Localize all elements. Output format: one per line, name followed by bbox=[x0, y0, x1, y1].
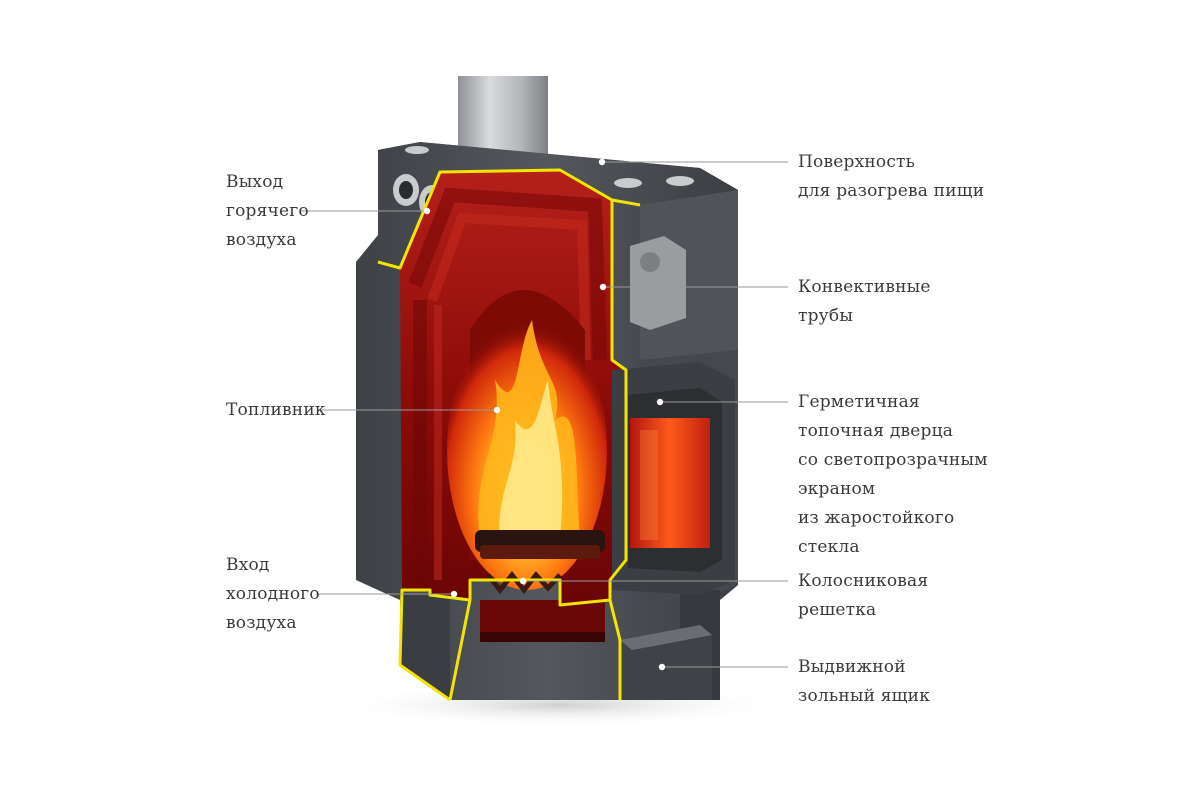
label-convection-pipes: Конвективные трубы bbox=[798, 277, 931, 326]
leader-lines bbox=[300, 161, 788, 668]
label-ash-drawer: Выдвижной зольный ящик bbox=[798, 657, 931, 706]
cut-outline bbox=[377, 168, 641, 702]
firebox-door bbox=[612, 362, 735, 595]
anchor-dots bbox=[423, 158, 666, 671]
label-door: Герметичная топочная дверца со светопроз… bbox=[798, 392, 988, 557]
maker-plate bbox=[630, 236, 686, 330]
label-cold-air-inlet: Вход холодного воздуха bbox=[226, 555, 320, 633]
label-firebox: Топливник bbox=[226, 400, 326, 420]
label-cooking-surface: Поверхность для разогрева пищи bbox=[798, 152, 985, 201]
cutaway-interior bbox=[400, 170, 626, 642]
ash-drawer bbox=[620, 625, 712, 700]
label-hot-air-outlet: Выход горячего воздуха bbox=[226, 172, 309, 250]
label-grate: Колосниковая решетка bbox=[798, 571, 929, 620]
